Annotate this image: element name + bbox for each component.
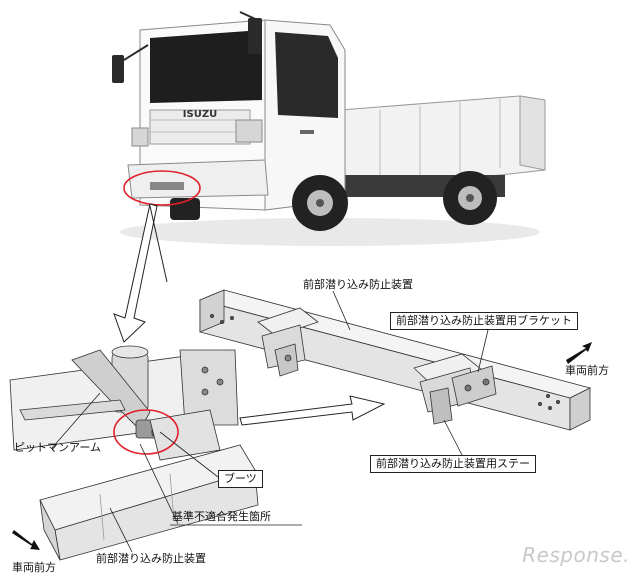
- zoom-arrow-down: [113, 203, 168, 343]
- label-pitman-arm: ピットマンアーム: [14, 441, 102, 454]
- bumper-highlight-circle: [123, 170, 201, 206]
- rear-wheel: [443, 171, 497, 225]
- truck-brand-text: ISUZU: [183, 109, 217, 120]
- detail-pitman-area: [9, 345, 259, 561]
- watermark-logo: Response.: [522, 543, 630, 567]
- front-wheel: [292, 175, 348, 231]
- label-stay: 前部潜り込み防止装置用ステー: [370, 455, 536, 473]
- label-boot: ブーツ: [218, 470, 263, 488]
- direction-arrow-left: [12, 530, 40, 550]
- link-arrow-right: [239, 395, 386, 426]
- label-front-underrun-device-top: 前部潜り込み防止装置: [303, 278, 413, 291]
- detail-underrun-bar: [198, 289, 592, 431]
- truck-image: ISUZU: [112, 11, 546, 246]
- leader-lines: [51, 290, 489, 553]
- direction-arrow-right: [566, 342, 592, 364]
- label-bracket: 前部潜り込み防止装置用ブラケット: [390, 312, 578, 330]
- label-vehicle-front-left: 車両前方: [12, 561, 56, 574]
- boot-highlight-circle: [113, 409, 179, 455]
- label-front-underrun-device-bottom: 前部潜り込み防止装置: [96, 552, 206, 565]
- label-nonconformity-location: 基準不適合発生箇所: [172, 510, 271, 523]
- label-vehicle-front-right: 車両前方: [565, 364, 609, 377]
